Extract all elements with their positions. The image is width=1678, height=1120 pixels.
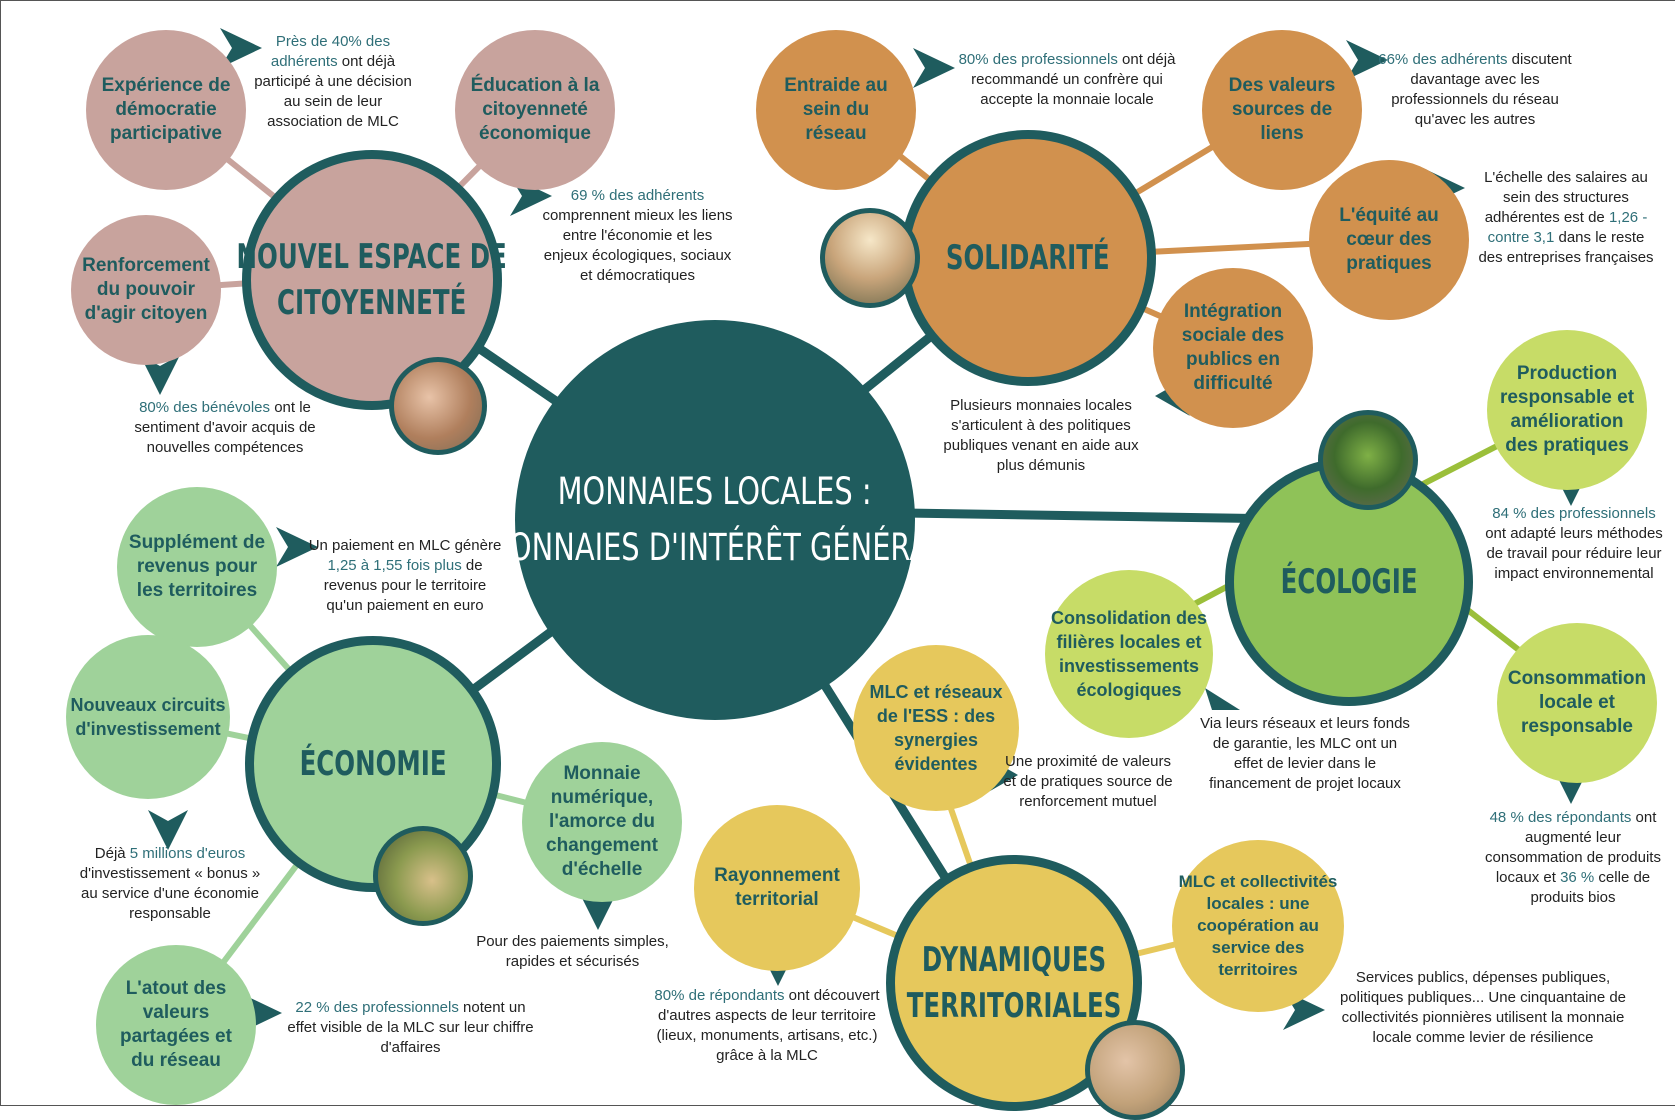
stat-supplement: Un paiement en MLC génère 1,25 à 1,55 fo… [308, 537, 502, 614]
arrow-left-icon [1205, 688, 1240, 710]
stat-rayonnement: 80% de répondants ont découvert d'autres… [654, 987, 880, 1064]
arrow-right-icon [1346, 40, 1388, 80]
arrow-down-icon [140, 355, 180, 395]
stat-equite: L'échelle des salaires au sein des struc… [1478, 169, 1654, 266]
stat-consommation: 48 % des répondants ont augmenté leur co… [1485, 809, 1661, 906]
node-ess: MLC et réseaux de l'ESS : des synergies … [853, 645, 1019, 811]
hub-economie-label: ÉCONOMIE [299, 744, 447, 784]
hand-sand-photo [1085, 1020, 1185, 1120]
central-title-line2: MONNAIES D'INTÉRÊT GÉNÉRAL [484, 526, 946, 569]
stat-collectivites: Services publics, dépenses publiques, po… [1339, 969, 1627, 1046]
node-consommation: Consommation locale et responsable [1497, 623, 1657, 783]
node-integration: Intégration sociale des publics en diffi… [1153, 268, 1313, 428]
stat-entraide: 80% des professionnels ont déjà recomman… [958, 51, 1176, 108]
node-atout: L'atout des valeurs partagées et du rése… [96, 945, 256, 1105]
stat-democratie: Près de 40% des adhérents ont déjà parti… [254, 33, 412, 130]
stat-valeurs: 66% des adhérents discutent davantage av… [1378, 51, 1572, 128]
stat-numerique: Pour des paiements simples, rapides et s… [476, 933, 669, 970]
coins-plant-photo [373, 826, 473, 926]
central-title-node: MONNAIES LOCALES : MONNAIES D'INTÉRÊT GÉ… [484, 320, 946, 720]
hub-solidarite: SOLIDARITÉ [900, 130, 1156, 386]
node-filieres: Consolidation des filières locales et in… [1045, 570, 1213, 738]
node-rayonnement: Rayonnement territorial [694, 805, 860, 971]
node-valeurs: Des valeurs sources de liens [1202, 30, 1362, 190]
node-entraide: Entraide au sein du réseau [756, 30, 916, 190]
group-photo [820, 208, 920, 308]
stat-production: 84 % des professionnels ont adapté leurs… [1485, 505, 1663, 582]
stat-filieres: Via leurs réseaux et leurs fonds de gara… [1200, 715, 1410, 792]
node-equite: L'équité au cœur des pratiques [1309, 160, 1469, 320]
stat-integration: Plusieurs monnaies locales s'articulent … [943, 397, 1139, 474]
node-circuits: Nouveaux circuits d'investissement [66, 635, 230, 799]
node-education: Éducation à la citoyenneté économique [455, 30, 615, 190]
node-supplement: Supplément de revenus pour les territoir… [117, 487, 277, 647]
hub-territoriales-line2: TERRITORIALES [906, 986, 1122, 1026]
arrow-right-icon [913, 48, 955, 88]
stat-ess: Une proximité de valeurs et de pratiques… [1003, 753, 1173, 810]
hub-solidarite-label: SOLIDARITÉ [946, 238, 1110, 278]
node-pouvoir: Renforcement du pouvoir d'agir citoyen [71, 215, 221, 365]
stat-atout: 22 % des professionnels notent un effet … [287, 999, 534, 1056]
node-numerique: Monnaie numérique, l'amorce du changemen… [522, 742, 682, 902]
tree-globe-photo [1318, 410, 1418, 510]
hub-ecologie-label: ÉCOLOGIE [1280, 562, 1418, 602]
stat-education: 69 % des adhérents comprennent mieux les… [542, 187, 733, 284]
arrow-right-icon [276, 527, 318, 567]
arrow-left-icon [1155, 376, 1190, 416]
node-democratie: Expérience de démocratie participative [86, 30, 246, 190]
hub-citoyennete-line2: CITOYENNETÉ [277, 283, 467, 323]
hub-territoriales-line1: DYNAMIQUES [921, 940, 1107, 980]
stat-circuits: Déjà 5 millions d'euros d'investissement… [79, 845, 261, 922]
hands-photo [389, 357, 487, 455]
arrow-right-icon [220, 28, 262, 68]
hub-citoyennete-line1: NOUVEL ESPACE DE [236, 237, 508, 277]
central-title-line1: MONNAIES LOCALES : [558, 470, 872, 513]
arrow-down-icon [148, 810, 188, 850]
node-collectivites: MLC et collectivités locales : une coopé… [1172, 840, 1344, 1012]
stat-pouvoir: 80% des bénévoles ont le sentiment d'avo… [134, 399, 316, 456]
hub-territoriales: DYNAMIQUES TERRITORIALES [886, 855, 1142, 1111]
hub-citoyennete: NOUVEL ESPACE DE CITOYENNETÉ [237, 150, 507, 410]
node-production: Production responsable et amélioration d… [1487, 330, 1647, 490]
